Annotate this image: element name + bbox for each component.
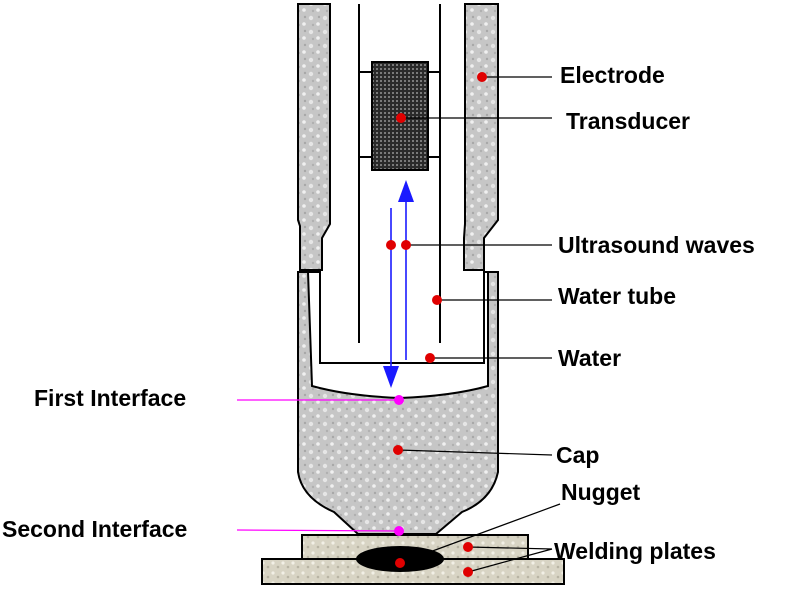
welding-plate-bottom xyxy=(261,558,565,585)
arrow-down-head xyxy=(383,366,399,388)
marker-water-tube xyxy=(432,295,442,305)
marker-wave-1 xyxy=(386,240,396,250)
interface-leader-lines xyxy=(236,399,400,532)
electrode-right-wall xyxy=(463,3,499,271)
marker-transducer xyxy=(396,113,406,123)
label-water: Water xyxy=(558,345,621,371)
red-markers xyxy=(386,72,487,577)
transducer-assembly xyxy=(359,61,440,171)
marker-water xyxy=(425,353,435,363)
electrode-left-wall xyxy=(297,3,331,271)
marker-plate-bottom xyxy=(463,567,473,577)
label-second-interface: Second Interface xyxy=(2,516,187,542)
marker-nugget xyxy=(395,558,405,568)
label-nugget: Nugget xyxy=(561,479,641,505)
marker-second-interface xyxy=(394,526,404,536)
marker-first-interface xyxy=(394,395,404,405)
transducer-block xyxy=(371,61,429,171)
marker-plate-top xyxy=(463,542,473,552)
leader-lines xyxy=(397,76,561,573)
label-electrode: Electrode xyxy=(560,62,665,88)
label-first-interface: First Interface xyxy=(34,385,186,411)
marker-electrode xyxy=(477,72,487,82)
label-ultrasound-waves: Ultrasound waves xyxy=(558,232,755,258)
interface-markers xyxy=(394,395,404,536)
ultrasound-arrows xyxy=(383,180,414,388)
label-cap: Cap xyxy=(556,442,599,468)
cap-cavity xyxy=(306,271,489,400)
label-transducer: Transducer xyxy=(566,108,690,134)
label-welding-plates: Welding plates xyxy=(554,538,716,564)
arrow-up-head xyxy=(398,180,414,202)
label-water-tube: Water tube xyxy=(558,283,676,309)
marker-cap xyxy=(393,445,403,455)
marker-wave-2 xyxy=(401,240,411,250)
